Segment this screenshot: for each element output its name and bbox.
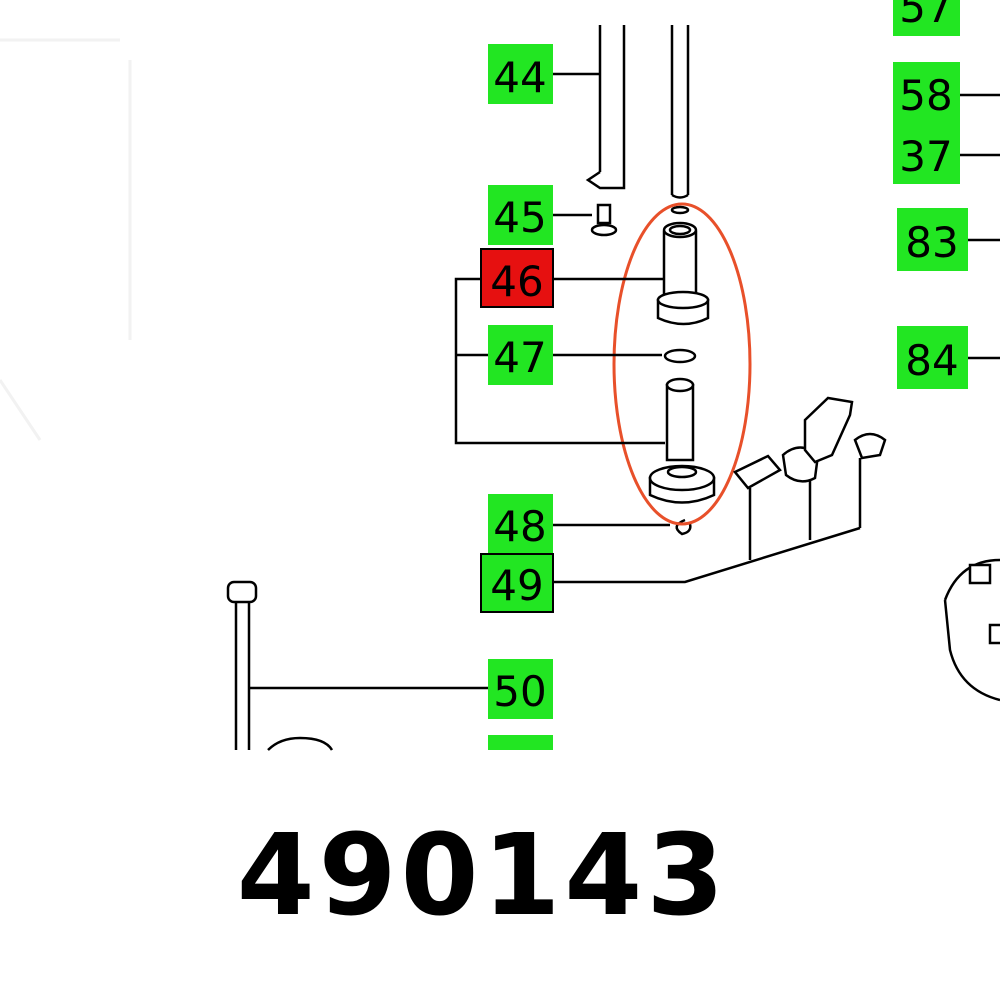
label-46: 46 [480, 248, 554, 308]
label-83: 83 [897, 208, 968, 271]
label-45-text: 45 [493, 193, 546, 242]
label-58-text: 58 [899, 71, 952, 120]
bracket-part-44 [585, 25, 626, 190]
base-housing [943, 558, 1000, 702]
label-top-text: 57 [899, 0, 952, 32]
label-44-text: 44 [493, 53, 546, 102]
screw-part-45 [590, 203, 618, 237]
sleeve-part-46 [656, 205, 710, 326]
pin-part [648, 377, 716, 504]
leader-lines [250, 72, 1000, 690]
o-ring-part-47 [663, 348, 697, 364]
label-37: 37 [893, 124, 960, 184]
label-44: 44 [488, 44, 553, 104]
label-47: 47 [488, 325, 553, 385]
washer-part-51 [267, 736, 334, 751]
shaft-rod [670, 25, 690, 199]
label-51-text: 51 [493, 743, 546, 792]
part-number: 490143 [236, 811, 729, 941]
label-50: 50 [488, 659, 553, 719]
label-37-text: 37 [899, 132, 952, 181]
label-84: 84 [897, 326, 968, 389]
label-58: 58 [893, 62, 960, 124]
label-47-text: 47 [493, 333, 546, 382]
label-45: 45 [488, 185, 553, 245]
label-46-text: 46 [490, 257, 543, 306]
highlight-ellipse [612, 202, 752, 526]
bolt-part-50 [226, 580, 258, 750]
label-83-text: 83 [905, 218, 958, 267]
label-top-right: 57 [893, 0, 960, 36]
label-51: 51 [488, 735, 553, 792]
label-49: 49 [480, 553, 554, 613]
lever-assembly [733, 396, 887, 560]
label-50-text: 50 [493, 667, 546, 716]
label-84-text: 84 [905, 336, 958, 385]
label-48: 48 [488, 494, 553, 554]
label-48-text: 48 [493, 502, 546, 551]
label-49-text: 49 [490, 561, 543, 610]
